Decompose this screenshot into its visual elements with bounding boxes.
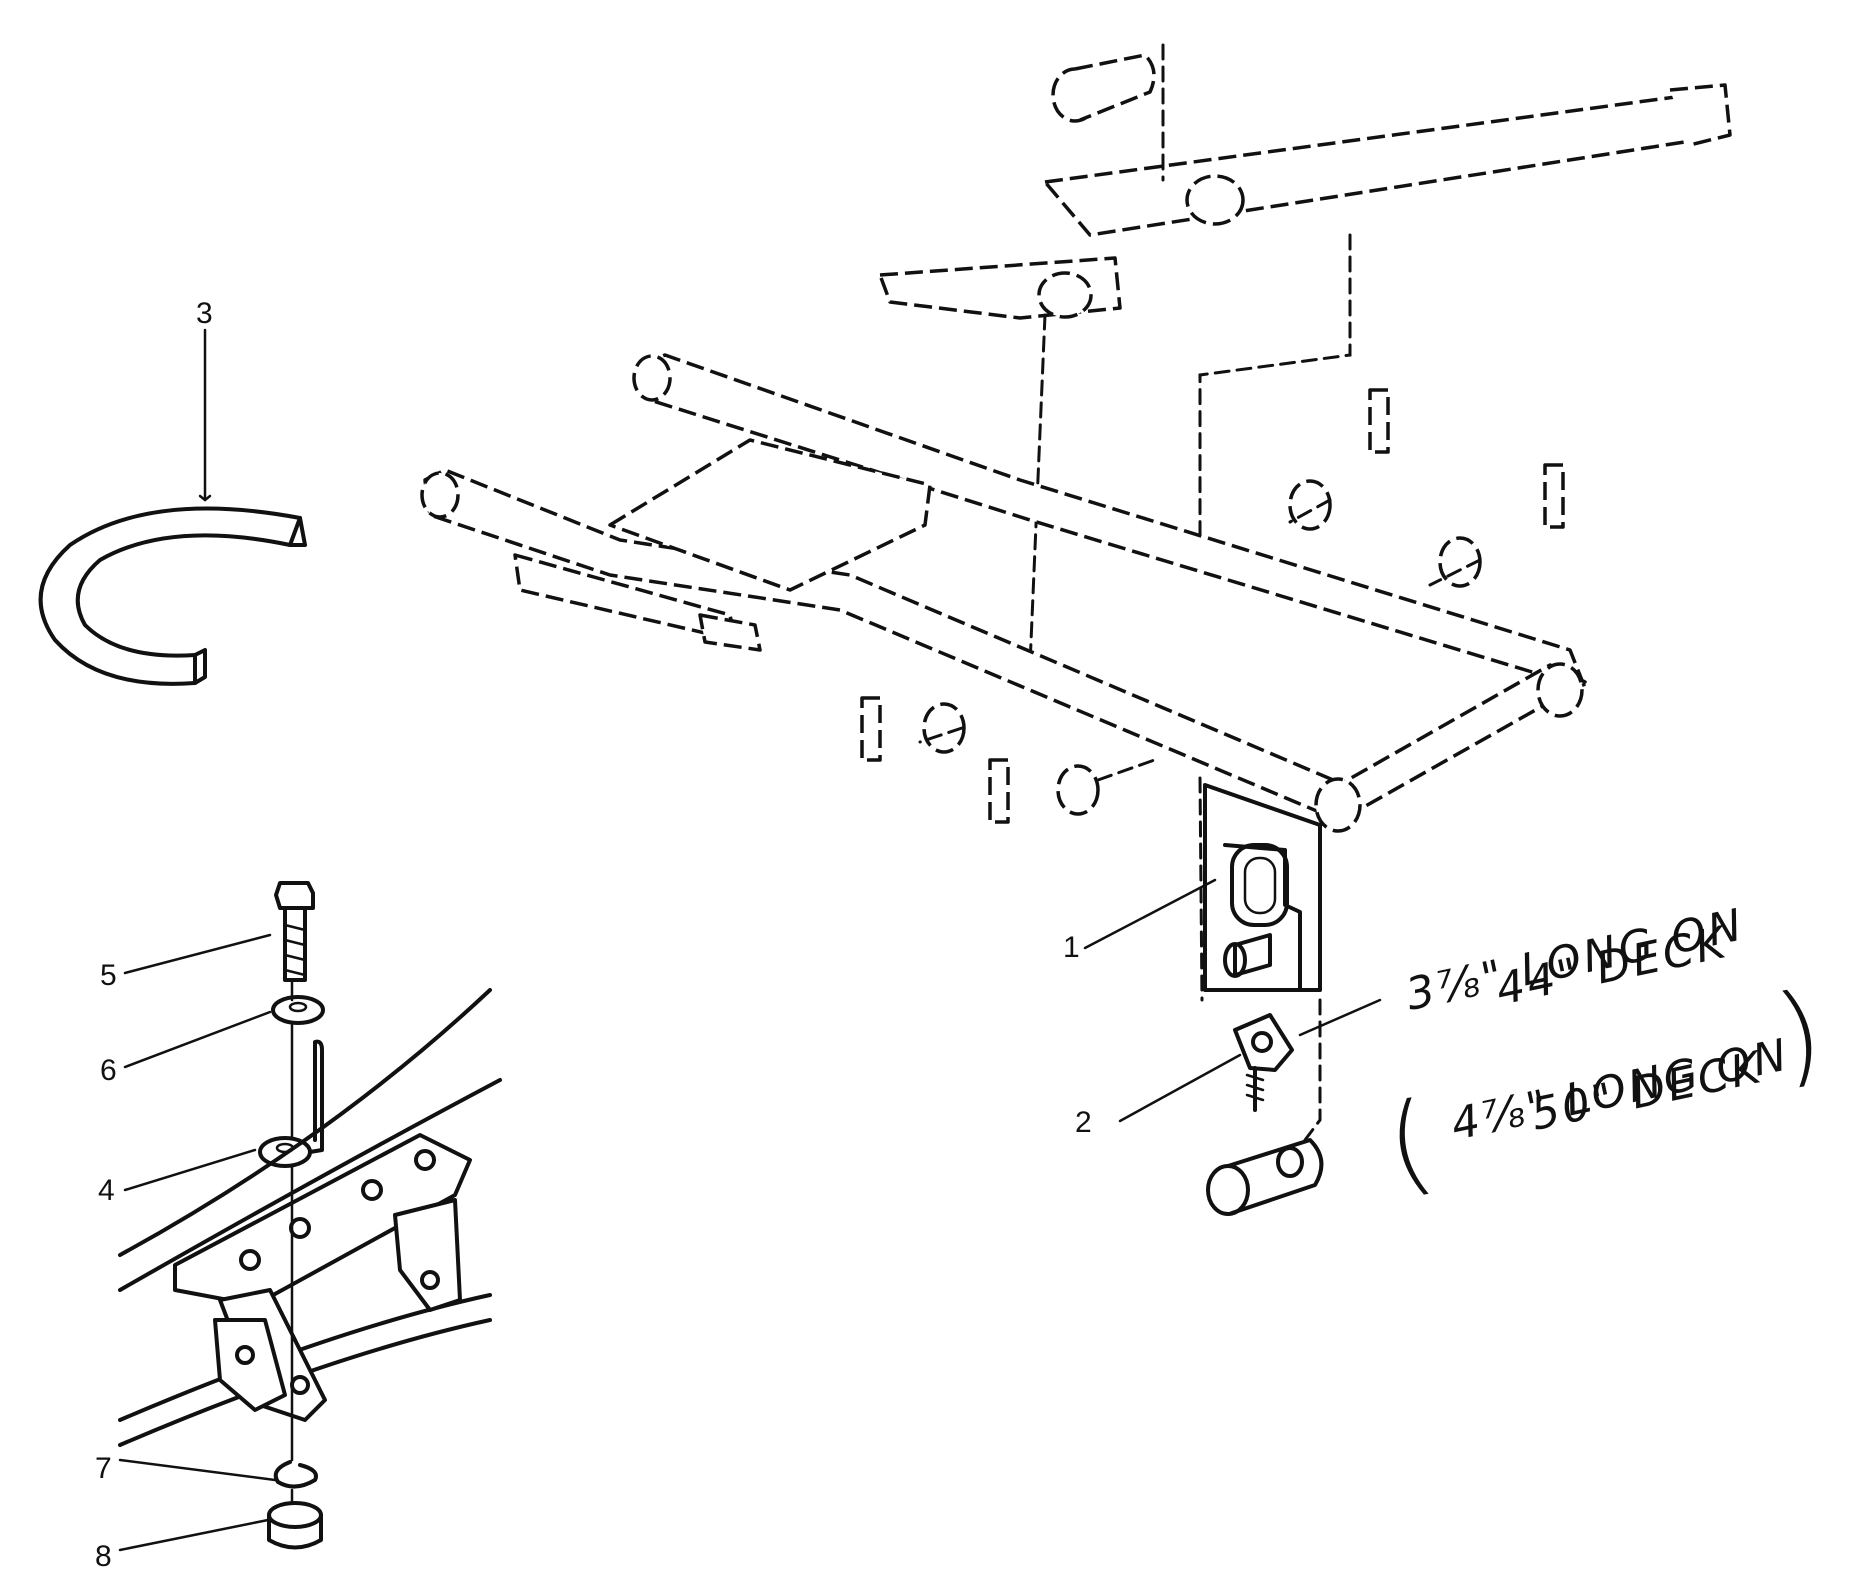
nut-icon xyxy=(267,1501,323,1550)
eyebolt-icon xyxy=(1233,998,1322,1142)
callout-7: 7 xyxy=(95,1452,112,1485)
snap-ring-icon xyxy=(38,506,307,686)
lock-pin-icon xyxy=(258,1039,324,1168)
mount-bracket-icon xyxy=(118,988,502,1447)
handwritten-note: 3⅞" LONG ON 44" DECK ( 4⅞" LONG ON 50" D… xyxy=(1377,899,1831,1210)
callout-1: 1 xyxy=(1063,931,1080,964)
bolt-icon xyxy=(274,881,315,982)
callout-2: 2 xyxy=(1075,1106,1092,1139)
callout-4: 4 xyxy=(98,1174,115,1207)
top-pin-icon xyxy=(1051,53,1156,123)
leader-lines xyxy=(118,328,1382,1552)
callout-6: 6 xyxy=(100,1054,117,1087)
washer-icon xyxy=(271,995,325,1025)
lift-arm-icon xyxy=(878,43,1732,667)
callout-5: 5 xyxy=(100,959,117,992)
frame-icon xyxy=(420,353,1587,833)
pin-icon xyxy=(1206,1138,1324,1216)
bracket-icon xyxy=(1198,776,1322,1002)
callout-8: 8 xyxy=(95,1540,112,1573)
lock-washer-icon xyxy=(273,1460,318,1489)
note-50-deck-label: 50" DECK xyxy=(1527,1042,1768,1141)
callout-3: 3 xyxy=(196,297,213,330)
open-paren: ( xyxy=(1377,1077,1441,1211)
